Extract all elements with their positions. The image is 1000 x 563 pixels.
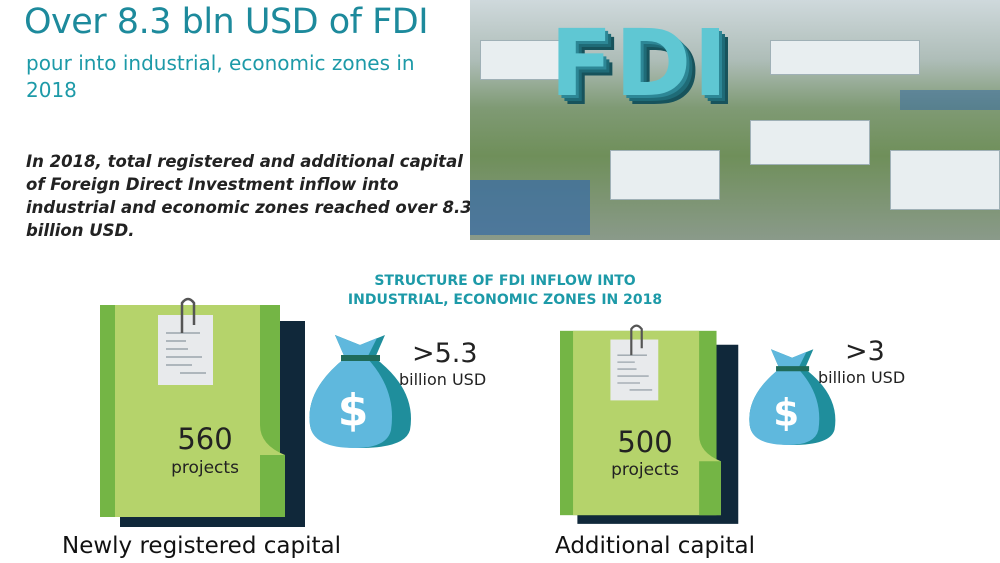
dollar-icon: $ [773, 391, 799, 435]
projects-unit: projects [171, 458, 239, 478]
page-subtitle: pour into industrial, economic zones in … [26, 51, 415, 102]
amount-value: >5.3 [412, 338, 478, 369]
paperclip-icon [180, 297, 196, 333]
projects-count: 500 [617, 425, 673, 459]
amount-unit: billion USD [818, 368, 906, 387]
amount-value: >3 [845, 336, 885, 367]
money-bag-icon: $ [309, 335, 411, 448]
heading-line-2: INDUSTRIAL, ECONOMIC ZONES IN 2018 [347, 292, 663, 308]
folder-icon [100, 297, 305, 527]
paperclip-icon [630, 324, 643, 356]
item-label: Newly registered capital [62, 533, 341, 559]
industrial-zone-photo: FDI [470, 0, 1000, 240]
fdi-3d-text: FDI [550, 10, 730, 117]
heading-line-1: STRUCTURE OF FDI INFLOW INTO [374, 273, 636, 289]
dollar-icon: $ [338, 385, 369, 436]
money-bag-icon: $ [749, 349, 836, 445]
intro-text: In 2018, total registered and additional… [26, 152, 472, 240]
folder-icon [560, 324, 739, 524]
section-heading: STRUCTURE OF FDI INFLOW INTO INDUSTRIAL,… [305, 272, 705, 310]
projects-count: 560 [177, 422, 233, 456]
amount-unit: billion USD [399, 370, 487, 389]
projects-unit: projects [611, 460, 679, 480]
item-label: Additional capital [555, 533, 756, 559]
page-title: Over 8.3 bln USD of FDI [24, 2, 429, 42]
